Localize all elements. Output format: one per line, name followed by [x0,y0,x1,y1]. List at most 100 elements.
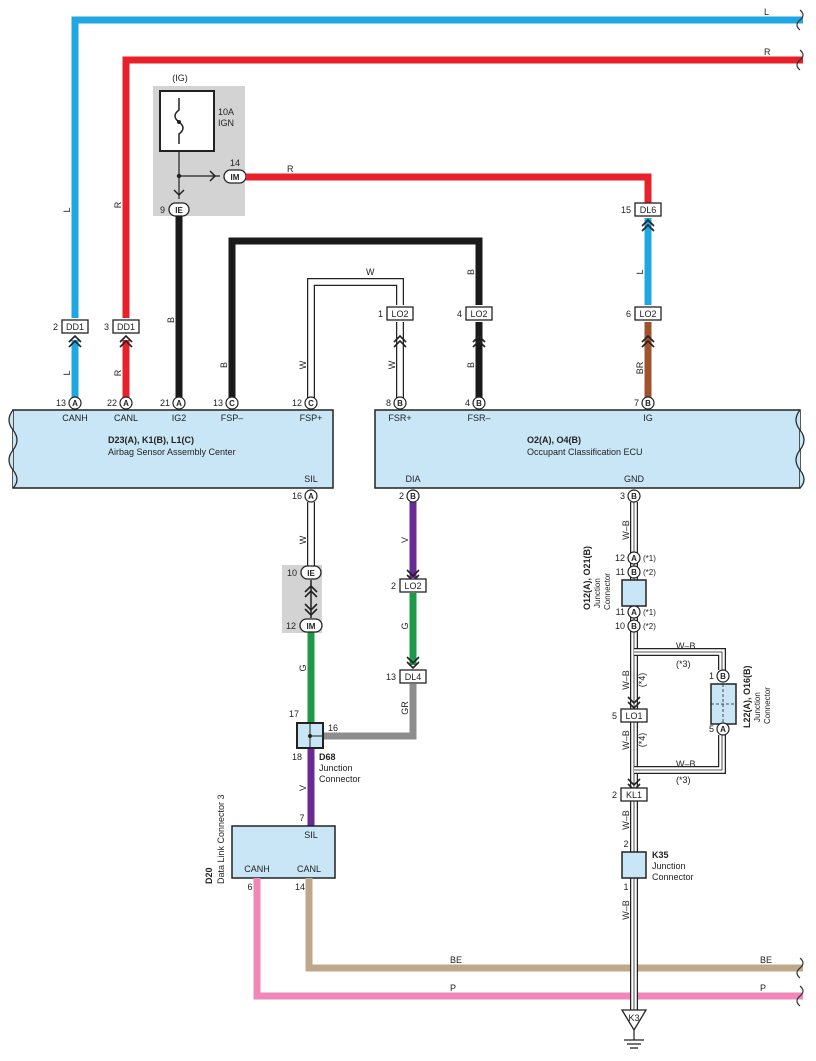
occupant-pin-ig: B 7 IG [634,396,655,423]
svg-text:V: V [298,785,308,791]
svg-text:11: 11 [616,607,625,617]
svg-text:5: 5 [709,724,714,734]
wire-r-bus [122,56,803,318]
fuse-name: IGN [218,118,234,128]
svg-text:IM: IM [307,622,316,631]
k35-desc1: Junction [652,861,686,871]
l22-name: L22(A), O16(B) [742,665,752,728]
svg-text:22: 22 [107,398,117,408]
svg-text:A: A [176,399,182,408]
airbag-ecu-box [12,409,334,489]
occupant-ecu-title: O2(A), O4(B) [527,435,581,445]
d68-desc2: Connector [319,774,361,784]
airbag-pin-fsp-plus: C 12 FSP+ [292,396,322,423]
svg-text:B: B [631,568,637,577]
bus-label-be-right: BE [760,955,772,965]
connector-lo1: LO1 5 [612,708,648,723]
svg-text:G: G [400,622,410,629]
connector-lo2-d: LO2 2 [391,578,427,593]
chevron-icon [68,218,655,348]
svg-text:R: R [113,369,123,376]
svg-text:LO2: LO2 [404,581,421,591]
o12-name: O12(A), O21(B) [582,546,592,610]
svg-text:3: 3 [104,322,109,332]
occupant-pin-dia: DIA B 2 [399,474,421,503]
svg-text:L: L [635,269,645,274]
bus-label-r: R [764,47,771,57]
svg-text:10: 10 [615,621,625,631]
svg-text:13: 13 [386,672,396,682]
occupant-pin-fsr-minus: B 4 FSR– [465,396,491,423]
wire-label: (*3) [676,775,691,785]
wire-p-canh [253,878,803,1000]
svg-text:SIL: SIL [304,474,318,484]
svg-text:L: L [62,207,72,212]
wire-w-fsp-fsr [308,279,403,400]
d68-desc1: Junction [319,763,353,773]
svg-text:B: B [410,492,416,501]
dlc-canh: CANH [244,864,270,874]
svg-text:(*2): (*2) [643,622,656,631]
svg-text:A: A [72,399,78,408]
svg-text:B: B [219,362,229,368]
d68-pin-right: 16 [328,723,338,733]
ie-pin: 9 [160,205,165,215]
svg-text:C: C [229,399,235,408]
connector-dd1-a: DD1 2 [53,319,89,334]
connector-kl1: KL1 2 [612,787,648,802]
wire-break-l [796,9,804,31]
svg-text:R: R [113,201,123,208]
wire-break-r [796,49,804,71]
bus-label-p-right: P [760,983,766,993]
wire-be-canl [305,878,803,972]
svg-text:(*2): (*2) [643,568,656,577]
l22-desc1: Junction [753,692,762,722]
dlc-desc: Data Link Connector 3 [216,794,226,884]
svg-text:W–B: W–B [621,900,631,920]
svg-text:12: 12 [292,398,302,408]
svg-text:GR: GR [400,701,410,715]
svg-text:(*1): (*1) [643,608,656,617]
svg-text:LO2: LO2 [639,309,656,319]
fuse-rating: 10A [218,107,234,117]
svg-text:W: W [298,360,308,369]
svg-text:11: 11 [616,567,625,577]
dlc-name: D20 [204,867,214,884]
connector-lo2-a: LO2 1 [378,306,414,321]
wire-label: R [287,164,294,174]
wire-l-bus [71,16,803,318]
svg-text:KL1: KL1 [626,790,642,800]
im-label: IM [231,173,240,182]
svg-text:12: 12 [286,621,296,631]
svg-text:13: 13 [213,398,223,408]
svg-text:10: 10 [287,568,297,578]
d68-name: D68 [319,752,336,762]
dlc-sil: SIL [304,830,318,840]
svg-text:LO2: LO2 [391,309,408,319]
svg-text:CANH: CANH [62,413,88,423]
svg-text:8: 8 [386,398,391,408]
svg-text:B: B [166,317,176,323]
k35-junction-box [621,851,647,879]
svg-text:A: A [308,492,314,501]
wire-gr-dl4-d68 [324,684,417,740]
o12-junction-box [621,579,647,607]
svg-text:FSR–: FSR– [467,413,490,423]
svg-text:7: 7 [634,398,639,408]
dlc-pin-canh: 6 [247,882,252,892]
svg-text:W–B: W–B [621,670,631,690]
svg-text:IE: IE [307,569,315,578]
svg-text:W–B: W–B [621,730,631,750]
wire-label: W–B [676,759,696,769]
bus-label-be-left: BE [450,955,462,965]
occupant-ecu-box [374,409,801,489]
connector-dl4: DL4 13 [386,669,427,684]
svg-text:(*4): (*4) [637,733,647,748]
wire-label: W [366,267,375,277]
airbag-pin-sil: SIL A 16 [292,474,318,503]
svg-text:A: A [631,554,637,563]
svg-text:12: 12 [615,553,625,563]
wire-label: W–B [676,641,696,651]
svg-text:B: B [397,399,403,408]
svg-text:A: A [631,608,637,617]
